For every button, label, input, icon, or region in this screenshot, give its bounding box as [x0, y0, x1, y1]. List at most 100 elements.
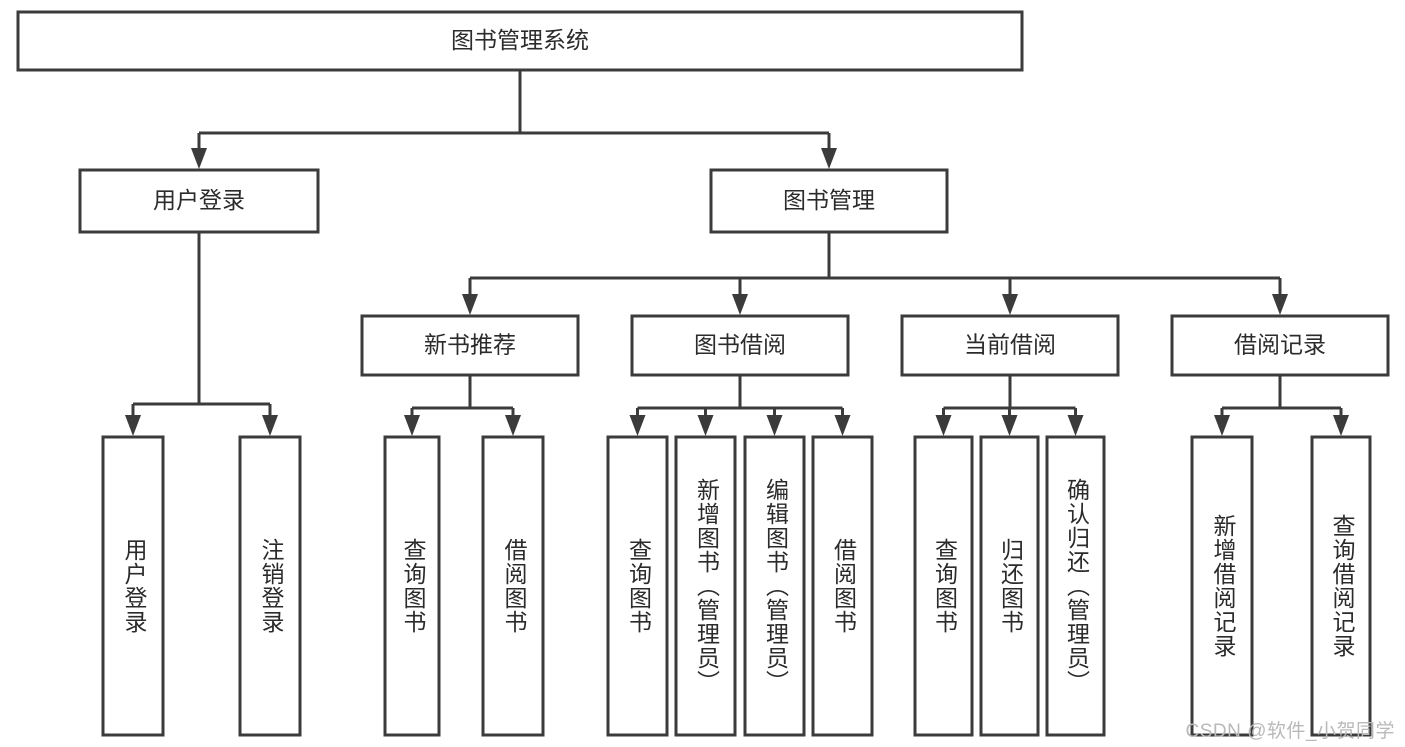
node-box[interactable] — [101, 435, 165, 737]
arrow-head-icon — [821, 148, 837, 169]
arrow-head-icon — [834, 415, 851, 436]
arrow-head-icon — [505, 415, 521, 436]
connector-group — [404, 375, 521, 436]
node-box[interactable] — [709, 168, 949, 234]
node-label-holder: 新增图书（管理员） — [693, 478, 720, 694]
node-box[interactable] — [238, 435, 302, 737]
node-label: 借阅图书 — [830, 538, 857, 634]
node-box[interactable] — [360, 314, 580, 377]
arrow-head-icon — [697, 415, 714, 436]
node-leaf_4[interactable]: 查询图书 — [606, 435, 669, 737]
node-l3_2[interactable]: 当前借阅 — [900, 314, 1120, 377]
node-label: 归还图书 — [997, 538, 1024, 634]
node-l2_1[interactable]: 图书管理 — [709, 168, 949, 234]
node-box[interactable] — [1310, 435, 1372, 737]
node-label-holder: 用户登录 — [120, 538, 147, 634]
node-label: 借阅记录 — [1234, 332, 1326, 358]
node-label-holder: 编辑图书（管理员） — [762, 478, 788, 694]
arrow-head-icon — [1333, 415, 1349, 436]
node-label-holder: 归还图书 — [997, 538, 1024, 634]
connector-group — [1214, 375, 1349, 436]
node-box[interactable] — [913, 435, 974, 737]
connector-group — [125, 232, 278, 436]
node-l3_0[interactable]: 新书推荐 — [360, 314, 580, 377]
node-leaf_1[interactable]: 注销登录 — [238, 435, 302, 737]
node-leaf_5[interactable]: 新增图书（管理员） — [674, 435, 737, 737]
node-box[interactable] — [1170, 314, 1390, 377]
node-leaf_0[interactable]: 用户登录 — [101, 435, 165, 737]
node-box[interactable] — [900, 314, 1120, 377]
node-leaf_6[interactable]: 编辑图书（管理员） — [743, 435, 806, 737]
node-label-holder: 新增借阅记录 — [1209, 514, 1236, 658]
arrow-head-icon — [125, 415, 141, 436]
node-leaf_9[interactable]: 归还图书 — [979, 435, 1040, 737]
node-box[interactable] — [979, 435, 1040, 737]
node-box[interactable] — [1045, 435, 1106, 737]
node-label: 借阅图书 — [500, 538, 527, 634]
node-box[interactable] — [743, 435, 806, 737]
connector-group — [191, 70, 837, 169]
node-label-holder: 借阅图书 — [830, 538, 857, 634]
node-label: 新增借阅记录 — [1209, 514, 1236, 658]
arrow-head-icon — [629, 415, 646, 436]
node-label-holder: 借阅图书 — [500, 538, 527, 634]
node-leaf_3[interactable]: 借阅图书 — [481, 435, 545, 737]
arrow-head-icon — [404, 415, 420, 436]
node-label: 确认归还（管理员） — [1063, 478, 1090, 694]
node-box[interactable] — [16, 10, 1024, 72]
node-leaf_7[interactable]: 借阅图书 — [811, 435, 874, 737]
node-box[interactable] — [383, 435, 441, 737]
node-layer: 图书管理系统用户登录图书管理新书推荐图书借阅当前借阅借阅记录用户登录注销登录查询… — [16, 10, 1390, 737]
arrow-head-icon — [1214, 415, 1230, 436]
node-label: 用户登录 — [120, 538, 147, 634]
node-root[interactable]: 图书管理系统 — [16, 10, 1024, 72]
node-leaf_8[interactable]: 查询图书 — [913, 435, 974, 737]
node-box[interactable] — [674, 435, 737, 737]
node-label: 查询图书 — [931, 538, 958, 634]
node-box[interactable] — [481, 435, 545, 737]
arrow-head-icon — [1002, 294, 1018, 315]
node-box[interactable] — [606, 435, 669, 737]
node-label: 查询借阅记录 — [1328, 514, 1355, 658]
node-leaf_2[interactable]: 查询图书 — [383, 435, 441, 737]
arrow-head-icon — [462, 294, 478, 315]
node-box[interactable] — [78, 168, 320, 234]
connector-group — [935, 375, 1084, 436]
connector-group — [462, 232, 1288, 315]
node-l2_0[interactable]: 用户登录 — [78, 168, 320, 234]
node-label-holder: 查询图书 — [399, 538, 426, 634]
arrow-head-icon — [732, 294, 748, 315]
node-box[interactable] — [630, 314, 850, 377]
node-label-holder: 查询图书 — [931, 538, 958, 634]
node-l3_3[interactable]: 借阅记录 — [1170, 314, 1390, 377]
node-label-holder: 查询图书 — [625, 538, 652, 634]
arrow-head-icon — [191, 148, 207, 169]
node-l3_1[interactable]: 图书借阅 — [630, 314, 850, 377]
node-label: 新书推荐 — [424, 332, 516, 358]
node-label: 用户登录 — [153, 187, 245, 213]
arrow-head-icon — [1067, 415, 1084, 436]
node-box[interactable] — [1190, 435, 1254, 737]
arrow-head-icon — [766, 415, 783, 436]
arrow-head-icon — [1001, 415, 1018, 436]
node-box[interactable] — [811, 435, 874, 737]
node-leaf_11[interactable]: 新增借阅记录 — [1190, 435, 1254, 737]
arrow-head-icon — [262, 415, 278, 436]
node-leaf_12[interactable]: 查询借阅记录 — [1310, 435, 1372, 737]
node-label: 查询图书 — [399, 538, 426, 634]
node-leaf_10[interactable]: 确认归还（管理员） — [1045, 435, 1106, 737]
node-label: 图书借阅 — [694, 332, 786, 358]
arrow-head-icon — [1272, 294, 1288, 315]
csdn-watermark: CSDN @软件_小贺同学 — [1185, 721, 1395, 742]
node-label: 图书管理系统 — [451, 27, 589, 53]
node-label: 查询图书 — [625, 538, 652, 634]
node-label-holder: 查询借阅记录 — [1328, 514, 1355, 658]
connector-layer — [125, 70, 1349, 436]
node-label-holder: 确认归还（管理员） — [1063, 478, 1090, 694]
connector-group — [629, 375, 851, 436]
node-label: 图书管理 — [783, 187, 875, 213]
node-label: 新增图书（管理员） — [693, 478, 720, 694]
node-label: 注销登录 — [257, 538, 284, 634]
